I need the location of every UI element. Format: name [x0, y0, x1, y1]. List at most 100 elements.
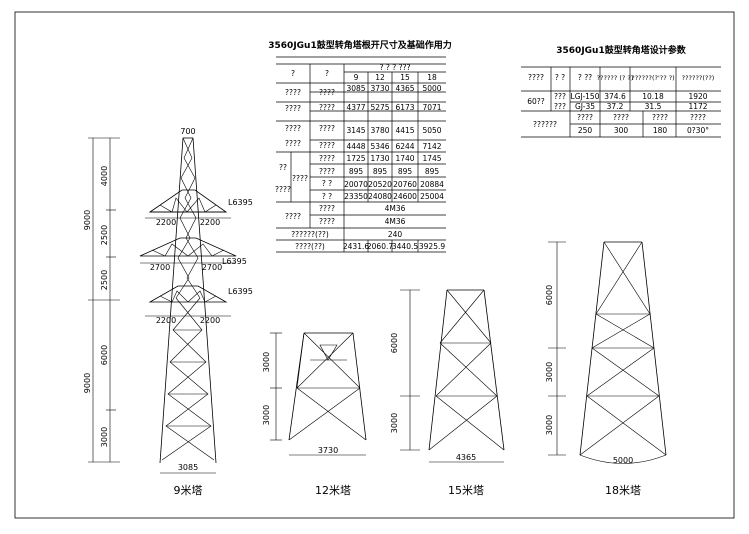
svg-text:1730: 1730: [370, 154, 389, 163]
svg-text:3000: 3000: [100, 427, 109, 447]
svg-text:10.18: 10.18: [642, 92, 664, 101]
drawing-frame: [14, 11, 735, 519]
svg-text:895: 895: [398, 167, 413, 176]
svg-text:180: 180: [653, 126, 668, 135]
svg-text:4000: 4000: [100, 166, 109, 186]
svg-text:3730: 3730: [370, 84, 389, 93]
svg-text:? ?: ? ?: [555, 73, 565, 82]
svg-text:????: ????: [319, 103, 335, 112]
svg-text:6000: 6000: [545, 285, 554, 305]
svg-text:6000: 6000: [100, 345, 109, 365]
svg-text:25004: 25004: [420, 192, 444, 201]
svg-text:4365: 4365: [395, 84, 414, 93]
svg-text:? ?: ? ?: [322, 179, 332, 188]
svg-text:????: ????: [528, 73, 544, 82]
svg-text:????: ????: [292, 174, 308, 183]
svg-text:4M36: 4M36: [385, 217, 406, 226]
svg-text:3730: 3730: [318, 446, 338, 455]
svg-text:12: 12: [375, 73, 385, 82]
svg-text:????: ????: [285, 88, 301, 97]
svg-text:9000: 9000: [83, 373, 92, 393]
svg-text:20520: 20520: [368, 180, 392, 189]
svg-text:????: ????: [613, 113, 629, 122]
svg-text:???: ???: [554, 92, 566, 101]
svg-text:4M36: 4M36: [385, 204, 406, 213]
svg-text:7142: 7142: [422, 142, 441, 151]
svg-text:2200: 2200: [156, 218, 176, 227]
svg-text:895: 895: [425, 167, 440, 176]
svg-text:L6395: L6395: [222, 257, 247, 266]
svg-text:4448: 4448: [346, 142, 365, 151]
tower-9m: 9000 9000 4000 2500 2500 6000 3000 700 L…: [83, 127, 253, 497]
svg-text:3085: 3085: [178, 463, 198, 472]
svg-text:????: ????: [652, 113, 668, 122]
svg-text:6173: 6173: [395, 103, 414, 112]
svg-text:4365: 4365: [456, 453, 476, 462]
svg-text:??????(??): ??????(??): [682, 74, 715, 82]
svg-text:24080: 24080: [368, 192, 392, 201]
svg-text:2200: 2200: [156, 316, 176, 325]
svg-text:5275: 5275: [370, 103, 389, 112]
svg-text:????: ????: [319, 217, 335, 226]
tower-18m: 6000 3000 3000 5000 18米塔: [545, 241, 667, 497]
design-parameter-table-title: 3560JGu1鼓型转角塔设计参数: [556, 44, 686, 56]
svg-text:3440.5: 3440.5: [392, 242, 418, 251]
svg-text:5346: 5346: [370, 142, 389, 151]
svg-text:374.6: 374.6: [604, 92, 626, 101]
svg-text:37.2: 37.2: [607, 102, 624, 111]
svg-text:3085: 3085: [346, 84, 365, 93]
svg-text:?: ?: [325, 69, 329, 78]
svg-text:?????? (? ?): ?????? (? ?): [597, 74, 634, 82]
svg-text:5000: 5000: [422, 84, 441, 93]
svg-text:240: 240: [388, 230, 403, 239]
foundation-table-title: 3560JGu1鼓型转角塔根开尺寸及基础作用力: [268, 39, 451, 51]
svg-text:??: ??: [279, 163, 287, 172]
svg-text:2060.7: 2060.7: [367, 242, 393, 251]
svg-text:0?30°: 0?30°: [687, 126, 709, 135]
svg-text:3000: 3000: [545, 415, 554, 435]
svg-text:3925.9: 3925.9: [419, 242, 445, 251]
svg-text:2500: 2500: [100, 225, 109, 245]
svg-text:1172: 1172: [688, 102, 707, 111]
svg-text:18: 18: [427, 73, 437, 82]
svg-text:3000: 3000: [262, 405, 271, 425]
svg-text:????: ????: [275, 185, 291, 194]
tower-9m-caption: 9米塔: [174, 484, 203, 497]
svg-text:2200: 2200: [200, 316, 220, 325]
svg-text:300: 300: [614, 126, 629, 135]
svg-text:??????: ??????: [533, 120, 557, 129]
svg-text:?: ?: [291, 69, 295, 78]
svg-text:1725: 1725: [346, 154, 365, 163]
svg-text:895: 895: [349, 167, 364, 176]
svg-text:3000: 3000: [262, 352, 271, 372]
svg-text:3780: 3780: [370, 126, 389, 135]
svg-text:???: ???: [554, 102, 566, 111]
svg-text:????: ????: [285, 124, 301, 133]
svg-text:15: 15: [400, 73, 410, 82]
tower-15m-caption: 15米塔: [448, 484, 484, 497]
svg-text:5000: 5000: [613, 456, 633, 465]
svg-text:7071: 7071: [422, 103, 441, 112]
svg-text:????: ????: [319, 154, 335, 163]
svg-text:????: ????: [285, 139, 301, 148]
svg-text:1745: 1745: [422, 154, 441, 163]
tower-12m: 3000 3000 3730 12米塔: [262, 332, 367, 497]
svg-text:????: ????: [285, 104, 301, 113]
svg-text:????: ????: [690, 113, 706, 122]
svg-text:3000: 3000: [545, 362, 554, 382]
svg-text:1740: 1740: [395, 154, 414, 163]
svg-text:? ??: ? ??: [578, 73, 592, 82]
svg-text:60??: 60??: [527, 97, 545, 106]
svg-text:????: ????: [319, 88, 335, 97]
svg-text:1920: 1920: [688, 92, 707, 101]
svg-text:L6395: L6395: [228, 287, 253, 296]
svg-text:2431.6: 2431.6: [343, 242, 369, 251]
tower-12m-caption: 12米塔: [315, 484, 351, 497]
svg-text:6244: 6244: [395, 142, 414, 151]
svg-text:31.5: 31.5: [645, 102, 662, 111]
svg-text:3145: 3145: [346, 126, 365, 135]
svg-text:GJ-35: GJ-35: [575, 102, 595, 111]
svg-text:2200: 2200: [200, 218, 220, 227]
